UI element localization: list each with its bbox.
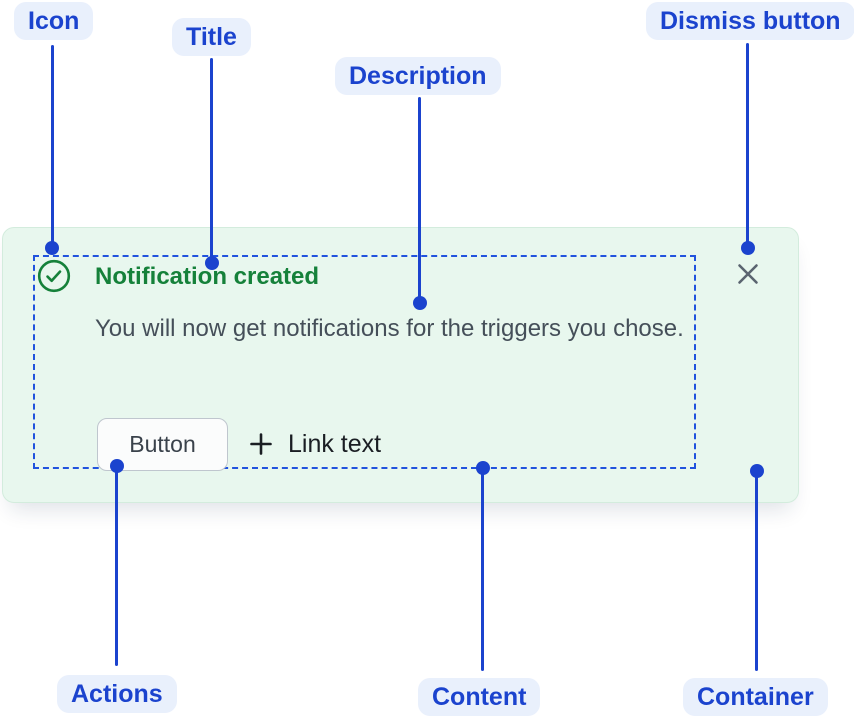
callout-dot-description xyxy=(413,296,427,310)
callout-label-actions: Actions xyxy=(57,675,177,713)
action-link-label: Link text xyxy=(288,430,382,458)
content-area-outline xyxy=(33,255,696,469)
check-circle-icon xyxy=(37,259,71,293)
callout-line-dismiss xyxy=(746,43,749,248)
callout-dot-actions xyxy=(110,459,124,473)
plus-icon xyxy=(248,431,274,457)
action-link[interactable]: Link text xyxy=(248,429,381,459)
callout-label-icon: Icon xyxy=(14,2,94,40)
action-button[interactable]: Button xyxy=(97,418,228,471)
notification-description: You will now get notifications for the t… xyxy=(95,315,684,342)
callout-label-container: Container xyxy=(683,678,828,716)
callout-dot-content xyxy=(476,461,490,475)
callout-label-content: Content xyxy=(418,678,541,716)
callout-dot-title xyxy=(205,256,219,270)
close-icon xyxy=(735,261,761,287)
callout-dot-icon xyxy=(45,241,59,255)
callout-line-content xyxy=(481,468,484,671)
callout-line-title xyxy=(210,58,213,263)
callout-dot-container xyxy=(750,464,764,478)
callout-dot-dismiss xyxy=(741,241,755,255)
callout-label-description: Description xyxy=(335,57,501,95)
callout-label-dismiss: Dismiss button xyxy=(646,2,854,40)
callout-line-description xyxy=(418,97,421,303)
callout-label-title: Title xyxy=(172,18,251,56)
callout-line-icon xyxy=(51,45,54,248)
dismiss-button[interactable] xyxy=(731,257,765,291)
action-button-label: Button xyxy=(129,431,196,457)
callout-line-container xyxy=(755,471,758,671)
callout-line-actions xyxy=(115,466,118,666)
